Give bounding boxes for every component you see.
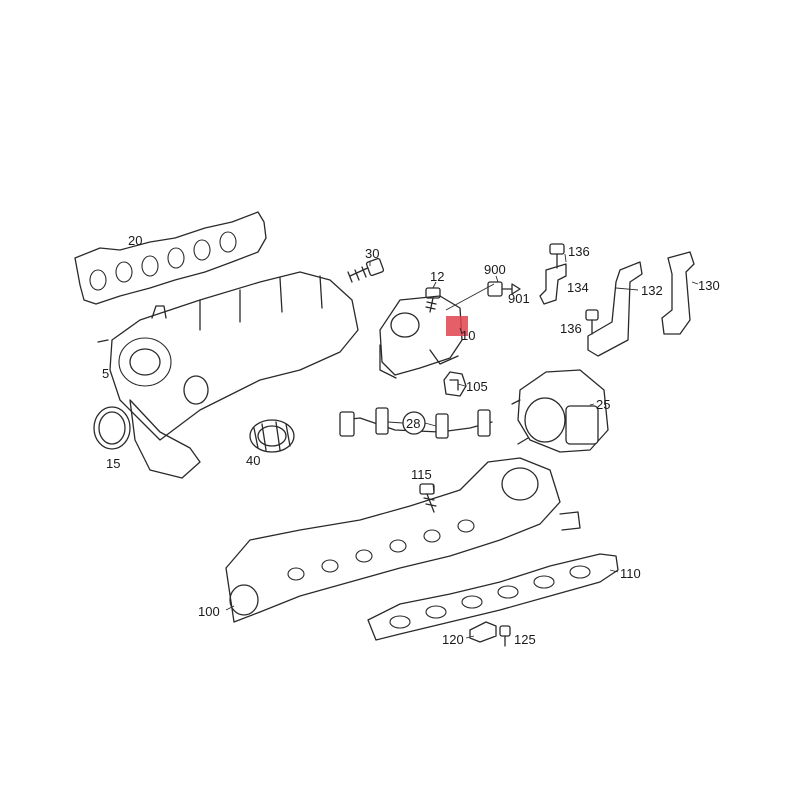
callout-12: 12 [430,269,444,284]
leader-lines [225,253,699,639]
callout-136-lower: 136 [560,321,582,336]
part-100-intake-manifold[interactable] [225,457,581,623]
part-25-throttle-body[interactable] [511,369,609,453]
part-125-screw[interactable] [499,625,511,647]
callout-15: 15 [106,456,120,471]
callout-100: 100 [198,604,220,619]
callout-115: 115 [411,467,432,482]
callout-901: 901 [508,291,530,306]
callout-10: 10 [461,328,475,343]
part-132-bracket[interactable] [587,261,643,357]
callout-40: 40 [246,453,260,468]
callout-134: 134 [567,280,589,295]
callout-900: 900 [484,262,506,277]
part-130-bracket[interactable] [661,251,695,335]
callout-132: 132 [641,283,663,298]
callout-105: 105 [466,379,488,394]
callout-28: 28 [406,416,420,431]
part-134-bracket[interactable] [539,263,567,305]
callout-5: 5 [102,366,109,381]
part-10-egr-valve[interactable] [379,295,468,379]
part-40-hose-coupling[interactable] [249,419,295,453]
callout-110: 110 [620,566,641,581]
callout-30: 30 [365,246,379,261]
part-105-bracket[interactable] [443,371,467,397]
part-5-exhaust-manifold[interactable] [97,271,359,479]
part-901-clip[interactable] [511,283,521,295]
part-136-bolt-top[interactable] [549,243,565,269]
callout-130: 130 [698,278,720,293]
part-115-bolt[interactable] [419,483,437,513]
callout-125: 125 [514,632,536,647]
part-120-sensor[interactable] [469,621,497,643]
part-12-bolt[interactable] [425,287,441,313]
callout-25: 25 [596,397,610,412]
part-20-gasket[interactable] [74,211,267,305]
highlight-marker [446,316,468,336]
callout-120: 120 [442,632,464,647]
part-136-bolt-lower[interactable] [585,309,599,335]
callout-20: 20 [128,233,142,248]
part-30-bolt[interactable] [347,257,385,283]
part-110-intake-gasket[interactable] [367,553,619,641]
callout-labels: 20 30 12 900 901 10 136 134 132 130 136 … [102,233,720,647]
part-15-o-ring[interactable] [93,406,131,450]
callout-136-top: 136 [568,244,590,259]
